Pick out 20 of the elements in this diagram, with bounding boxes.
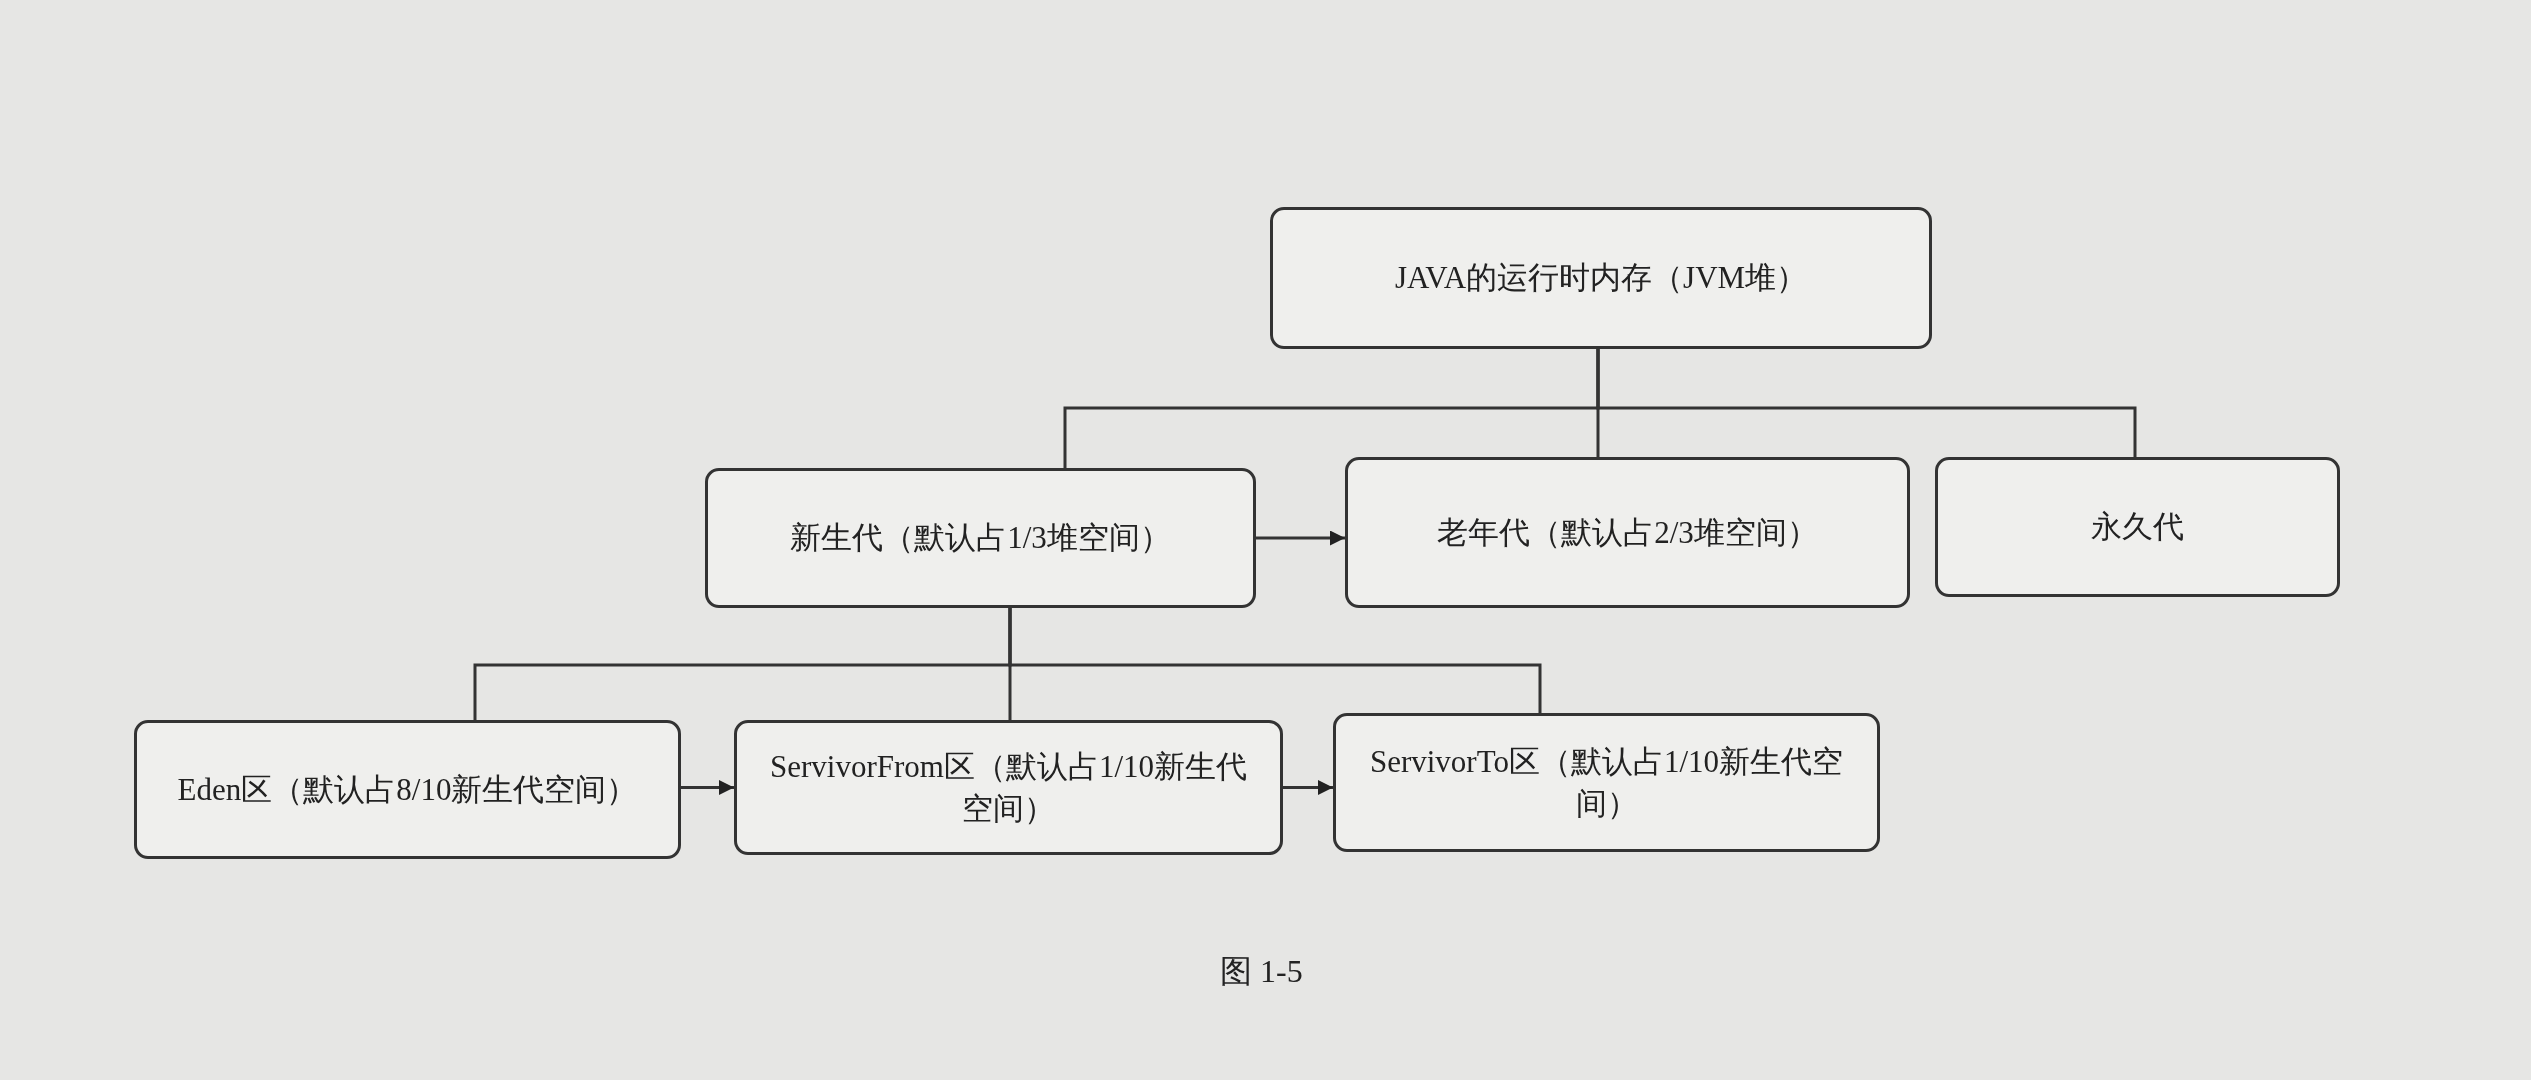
box-label: 新生代（默认占1/3堆空间） [790, 519, 1171, 558]
arrow [681, 780, 734, 795]
connector-line [1008, 608, 1542, 713]
memory-region-box [1935, 457, 2340, 597]
box-label: 老年代（默认占2/3堆空间） [1437, 513, 1818, 552]
box-label: 永久代 [2091, 508, 2184, 547]
box-label: ServivorTo区（默认占1/10新生代空间） [1368, 742, 1845, 823]
memory-region-box [1333, 713, 1880, 852]
memory-region-box [134, 720, 681, 859]
memory-region-box [1345, 457, 1910, 608]
box-label: ServivorFrom区（默认占1/10新生代空间） [768, 747, 1249, 828]
box-label: JAVA的运行时内存（JVM堆） [1394, 259, 1808, 298]
figure-caption: 图 1-5 [1220, 952, 1303, 991]
memory-region-box [734, 720, 1283, 855]
connector-line [1596, 349, 2137, 457]
arrow [1283, 780, 1333, 795]
memory-region-box [705, 468, 1256, 608]
box-label: Eden区（默认占8/10新生代空间） [177, 770, 638, 809]
memory-region-box [1270, 207, 1932, 349]
arrow [1256, 530, 1345, 546]
